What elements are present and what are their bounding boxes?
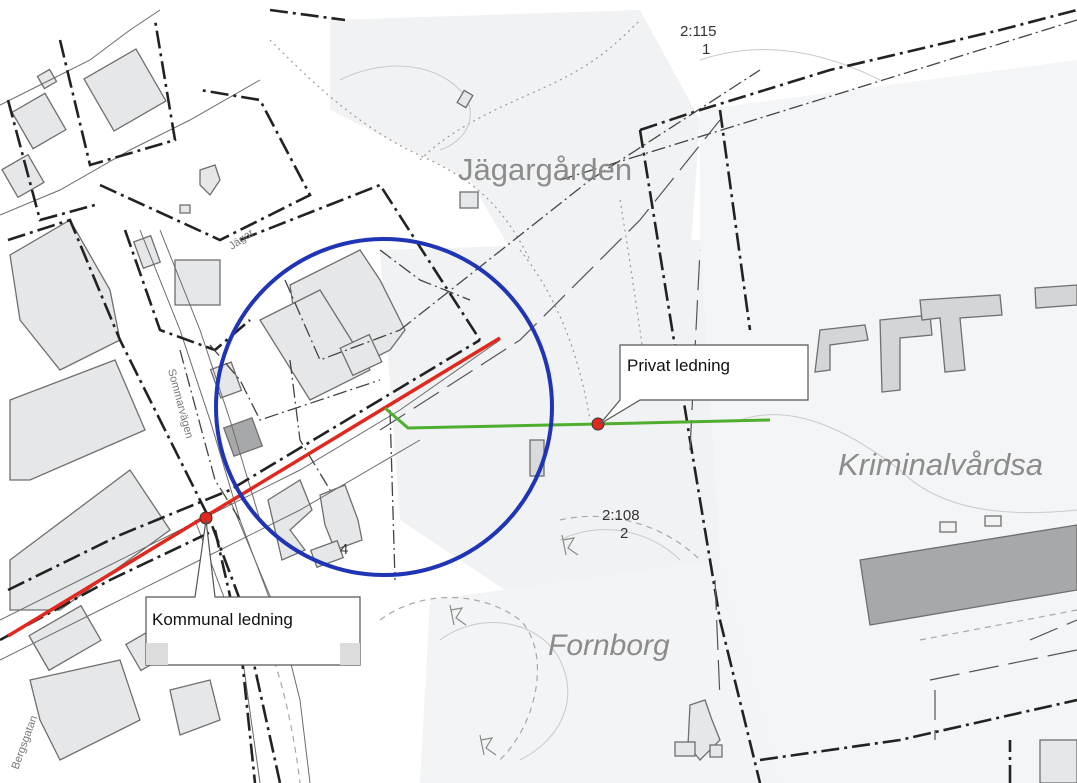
- private-line[interactable]: [384, 406, 771, 430]
- place-name-fornborg: Fornborg: [548, 629, 670, 662]
- callout-private-text: Privat ledning: [627, 356, 730, 375]
- property-boundaries: [0, 8, 1077, 783]
- r-symbol-icon: [449, 534, 579, 756]
- callout-municipal-text: Kommunal ledning: [152, 610, 293, 629]
- parcel-sub: 1: [702, 41, 710, 58]
- contour-lines: [339, 49, 1077, 761]
- parcel-number: 2:115: [680, 23, 716, 40]
- place-name-jagargarden: Jägargården: [458, 152, 632, 187]
- callout-municipal[interactable]: Kommunal ledning: [145, 519, 361, 666]
- municipal-line[interactable]: [7, 336, 501, 638]
- street-label: Bergsgatan: [10, 714, 41, 771]
- footpaths: [269, 19, 651, 421]
- parcel-number: 2:108: [602, 507, 640, 524]
- parcel-sub: 2: [620, 525, 628, 542]
- callout-private[interactable]: Privat ledning: [599, 344, 809, 425]
- thin-boundaries: [179, 19, 1077, 581]
- parcel-sub: 4: [340, 541, 348, 558]
- place-name-kriminalvard: Kriminalvårdsa: [838, 447, 1043, 482]
- buildings: [1, 48, 1077, 783]
- highlight-circle: [214, 237, 554, 577]
- red-dot-icon[interactable]: [591, 417, 605, 431]
- street-label: Sommarvägen: [165, 368, 195, 440]
